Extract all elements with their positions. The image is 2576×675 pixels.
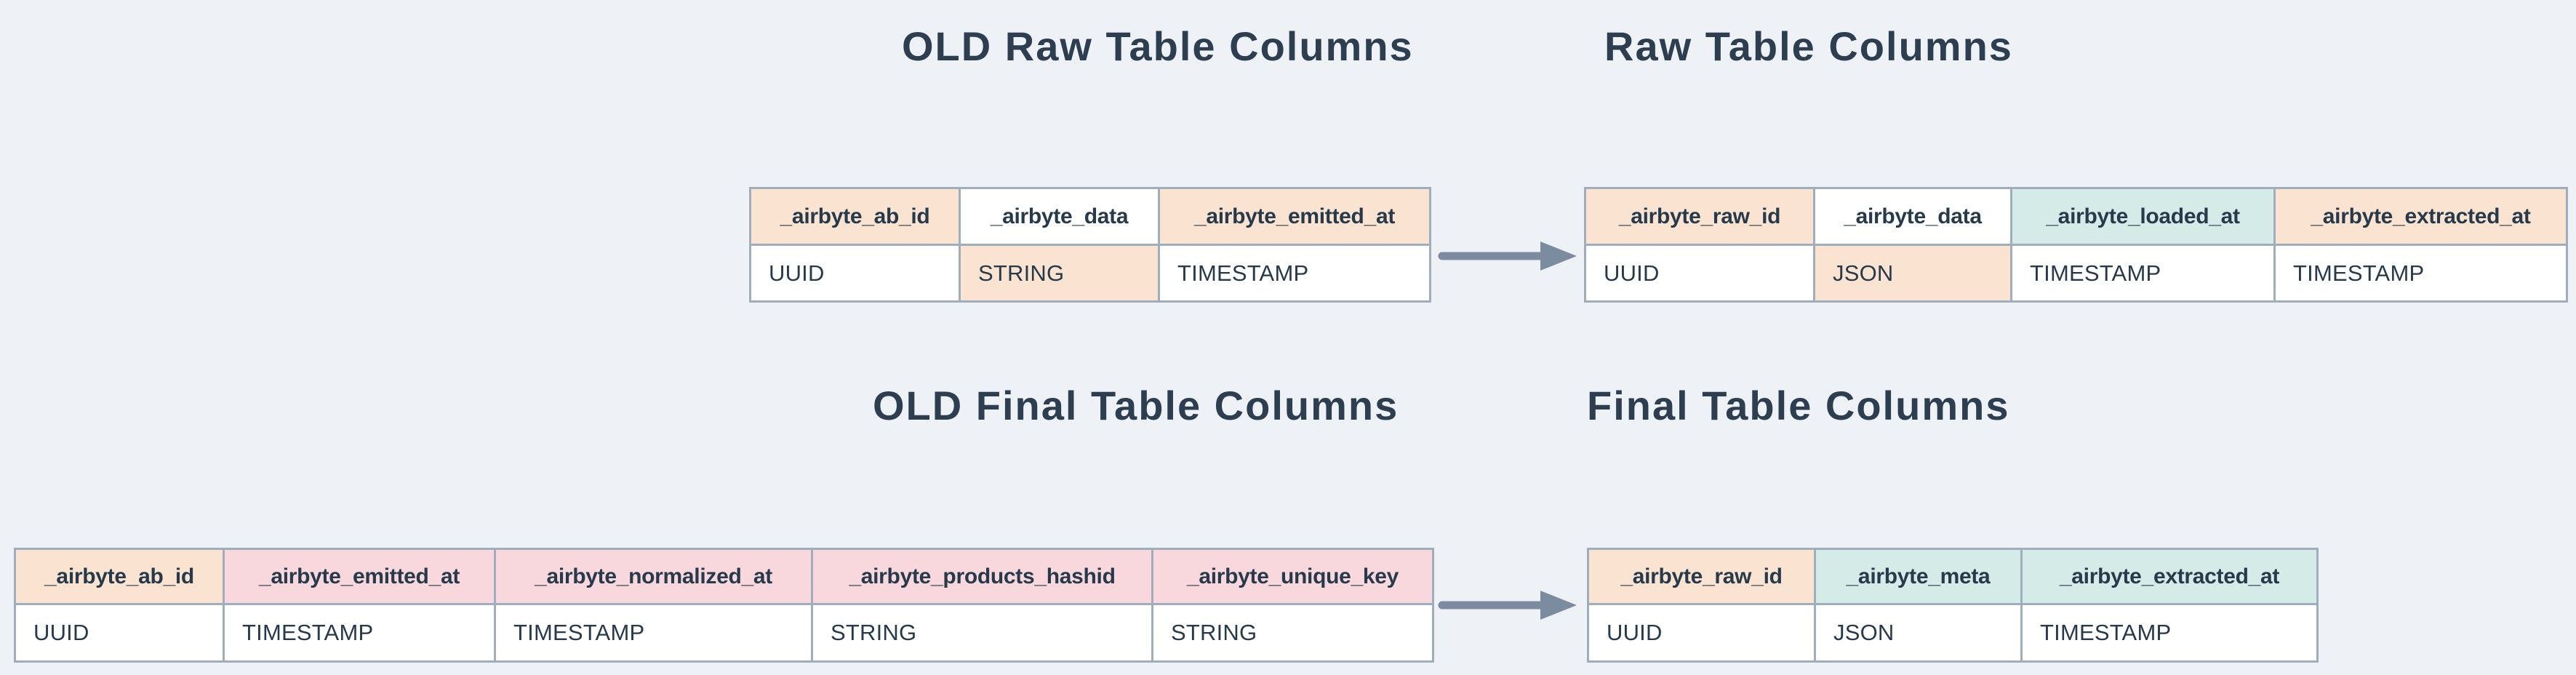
column-header-cell: _airbyte_emitted_at — [1160, 189, 1429, 244]
column-type-cell: JSON — [1815, 246, 2010, 300]
old-raw-table-title: OLD Raw Table Columns — [902, 23, 1414, 69]
column-type-cell: UUID — [1586, 246, 1813, 300]
final-table-title: Final Table Columns — [1587, 383, 2010, 428]
column-header-cell: _airbyte_ab_id — [751, 189, 959, 244]
column-header-cell: _airbyte_raw_id — [1589, 550, 1814, 603]
column-type-cell: TIMESTAMP — [2276, 246, 2566, 300]
column-type-cell: TIMESTAMP — [2023, 605, 2316, 660]
column-header-cell: _airbyte_data — [961, 189, 1158, 244]
column-header-cell: _airbyte_meta — [1816, 550, 2020, 603]
column-type-cell: UUID — [16, 605, 223, 660]
column-type-cell: TIMESTAMP — [2012, 246, 2273, 300]
right-arrow-icon — [1438, 241, 1577, 271]
column-type-cell: TIMESTAMP — [1160, 246, 1429, 300]
column-type-cell: STRING — [1153, 605, 1432, 660]
column-header-cell: _airbyte_raw_id — [1586, 189, 1813, 244]
old-final-table: _airbyte_ab_id _airbyte_emitted_at _airb… — [14, 548, 1434, 663]
column-header-cell: _airbyte_extracted_at — [2276, 189, 2566, 244]
column-header-cell: _airbyte_ab_id — [16, 550, 223, 603]
column-type-cell: TIMESTAMP — [225, 605, 494, 660]
column-header-cell: _airbyte_data — [1815, 189, 2010, 244]
column-type-cell: UUID — [751, 246, 959, 300]
column-header-cell: _airbyte_products_hashid — [813, 550, 1151, 603]
final-table: _airbyte_raw_id _airbyte_meta _airbyte_e… — [1587, 548, 2319, 663]
column-header-cell: _airbyte_emitted_at — [225, 550, 494, 603]
raw-table-title: Raw Table Columns — [1604, 23, 2013, 69]
column-header-cell: _airbyte_normalized_at — [496, 550, 811, 603]
column-type-cell: JSON — [1816, 605, 2020, 660]
column-header-cell: _airbyte_extracted_at — [2023, 550, 2316, 603]
column-type-cell: STRING — [961, 246, 1158, 300]
raw-table: _airbyte_raw_id _airbyte_data _airbyte_l… — [1584, 187, 2568, 303]
old-raw-table: _airbyte_ab_id _airbyte_data _airbyte_em… — [749, 187, 1431, 303]
column-type-cell: TIMESTAMP — [496, 605, 811, 660]
column-type-cell: UUID — [1589, 605, 1814, 660]
right-arrow-icon — [1438, 591, 1577, 620]
old-final-table-title: OLD Final Table Columns — [873, 383, 1399, 428]
column-header-cell: _airbyte_loaded_at — [2012, 189, 2273, 244]
column-type-cell: STRING — [813, 605, 1151, 660]
column-header-cell: _airbyte_unique_key — [1153, 550, 1432, 603]
